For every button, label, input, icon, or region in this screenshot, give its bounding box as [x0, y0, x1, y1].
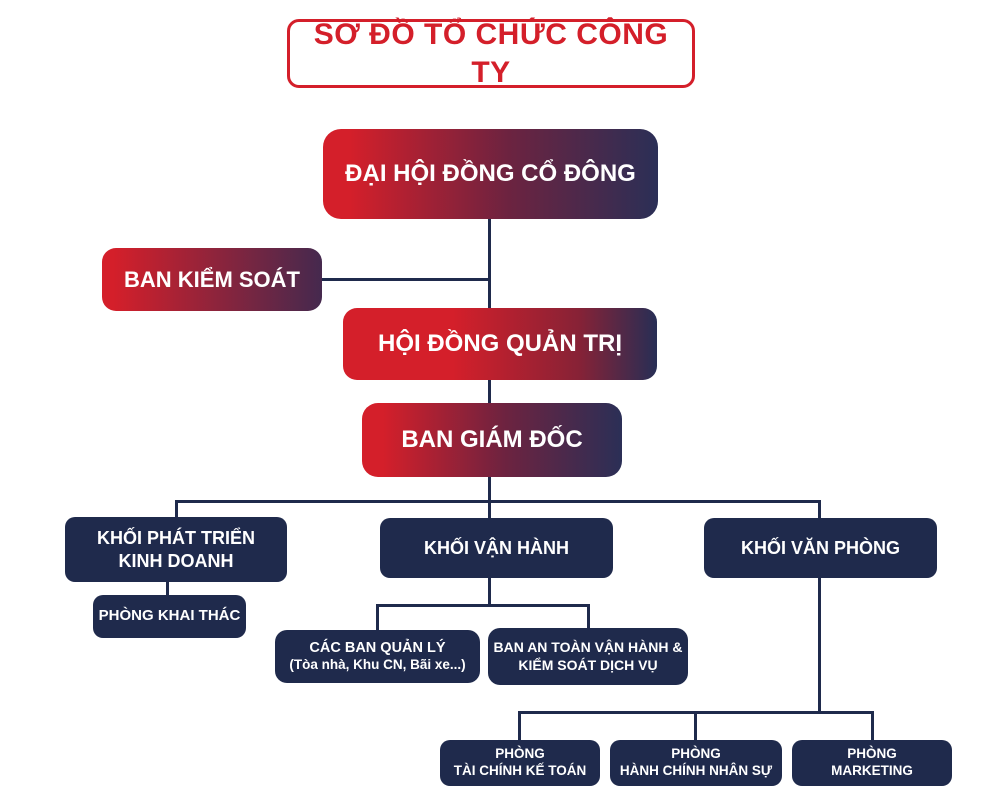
org-node-label-line1: PHÒNG: [495, 746, 545, 762]
org-node-label-line1: CÁC BAN QUẢN LÝ: [309, 640, 446, 656]
connector-drop-phong-tckt: [518, 711, 521, 740]
connector-drop-cac-ban-quan-ly: [376, 604, 379, 630]
org-node-label-line1: PHÒNG: [671, 746, 721, 762]
connector-dhdcd-hdqt: [488, 219, 491, 308]
org-node-label-line2: TÀI CHÍNH KẾ TOÁN: [453, 763, 587, 778]
org-node-cac-ban-quan-ly: CÁC BAN QUẢN LÝ (Tòa nhà, Khu CN, Bãi xe…: [275, 630, 480, 683]
org-node-label-line2: KINH DOANH: [118, 550, 234, 571]
org-node-phong-tai-chinh-ke-toan: PHÒNG TÀI CHÍNH KẾ TOÁN: [440, 740, 600, 786]
org-node-phong-marketing: PHÒNG MARKETING: [792, 740, 952, 786]
page-title: SƠ ĐỒ TỔ CHỨC CÔNG TY: [287, 18, 695, 89]
org-node-phong-khai-thac: PHÒNG KHAI THÁC: [93, 595, 246, 638]
org-node-label: BAN KIỂM SOÁT: [124, 266, 300, 292]
org-node-label-line1: BAN AN TOÀN VẬN HÀNH &: [493, 639, 683, 655]
org-node-label: HỘI ĐỒNG QUẢN TRỊ: [378, 330, 622, 357]
org-node-label: ĐẠI HỘI ĐỒNG CỔ ĐÔNG: [345, 160, 636, 187]
connector-kvp-down: [818, 578, 821, 713]
org-node-khoi-phat-trien-kinh-doanh: KHỐI PHÁT TRIỂN KINH DOANH: [65, 517, 287, 582]
org-node-ban-kiem-soat: BAN KIỂM SOÁT: [102, 248, 322, 311]
org-node-label: BAN GIÁM ĐỐC: [401, 426, 583, 453]
connector-kvh-down: [488, 578, 491, 606]
org-node-label: PHÒNG KHAI THÁC: [98, 607, 241, 625]
connector-hdqt-bgd: [488, 380, 491, 403]
org-node-label-line2: KIỂM SOÁT DỊCH VỤ: [518, 656, 658, 673]
org-node-label-line2: HÀNH CHÍNH NHÂN SỰ: [619, 763, 773, 778]
connector-bgd-down: [488, 477, 491, 503]
org-node-label: KHỐI VẬN HÀNH: [423, 537, 569, 558]
connector-drop-khoi-phat-trien: [175, 500, 178, 517]
org-node-khoi-van-phong: KHỐI VĂN PHÒNG: [704, 518, 937, 578]
connector-drop-phong-marketing: [871, 711, 874, 740]
org-node-label: KHỐI VĂN PHÒNG: [740, 537, 900, 558]
connector-drop-phong-hcns: [694, 711, 697, 740]
connector-drop-khoi-van-hanh: [488, 500, 491, 518]
org-node-khoi-van-hanh: KHỐI VẬN HÀNH: [380, 518, 613, 578]
org-node-label-line1: KHỐI PHÁT TRIỂN: [96, 528, 255, 548]
org-node-label-line1: PHÒNG: [847, 746, 897, 762]
connector-kvh-horizontal: [376, 604, 590, 607]
org-node-label-line2: MARKETING: [831, 763, 913, 778]
connector-main-horizontal: [175, 500, 821, 503]
connector-drop-ban-an-toan: [587, 604, 590, 628]
connector-drop-khoi-van-phong: [818, 500, 821, 518]
org-node-dai-hoi-dong-co-dong: ĐẠI HỘI ĐỒNG CỔ ĐÔNG: [323, 129, 658, 219]
org-node-phong-hanh-chinh-nhan-su: PHÒNG HÀNH CHÍNH NHÂN SỰ: [610, 740, 782, 786]
connector-phong-khai-thac: [166, 582, 169, 595]
org-node-label-line2: (Tòa nhà, Khu CN, Bãi xe...): [289, 657, 466, 673]
connector-ban-kiem-soat: [322, 278, 490, 281]
org-node-ban-an-toan-van-hanh: BAN AN TOÀN VẬN HÀNH & KIỂM SOÁT DỊCH VỤ: [488, 628, 688, 685]
page-title-text: SƠ ĐỒ TỔ CHỨC CÔNG TY: [313, 18, 669, 89]
org-node-ban-giam-doc: BAN GIÁM ĐỐC: [362, 403, 622, 477]
org-node-hoi-dong-quan-tri: HỘI ĐỒNG QUẢN TRỊ: [343, 308, 657, 380]
